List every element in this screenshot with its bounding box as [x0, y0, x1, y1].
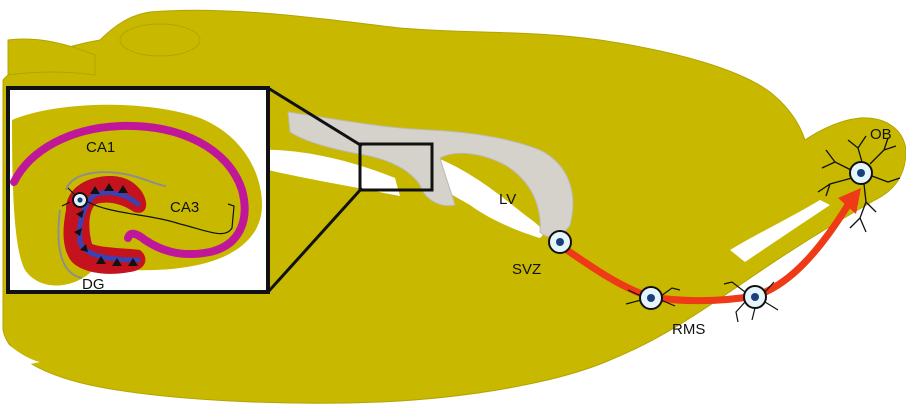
zoom-line-bottom [266, 186, 364, 294]
dorsal-fold [119, 23, 201, 57]
neuron-cell-icon [548, 230, 572, 254]
zoom-line-top [267, 86, 363, 148]
neuron-cell-icon [625, 286, 681, 310]
neuron-cell-icon [61, 187, 88, 208]
ventricle-cleft-upper [255, 149, 400, 196]
label-lateral-ventricle: LV [499, 191, 516, 208]
zoom-source-box [358, 142, 434, 192]
mossy-fiber-axon [87, 201, 235, 235]
cortex-fold [7, 38, 96, 76]
label-ca1: CA1 [86, 139, 115, 156]
ventricle-cleft-lower [430, 155, 544, 238]
ventral-notch [3, 340, 40, 370]
olfactory-cleft [730, 200, 830, 262]
label-ca3: CA3 [170, 199, 199, 216]
label-svz: SVZ [512, 261, 541, 278]
label-rms: RMS [672, 321, 705, 338]
neuron-cell-icon [817, 135, 901, 233]
migration-arrowhead [838, 188, 861, 214]
ca-pyramidal-layer [10, 121, 249, 259]
label-dg: DG [82, 276, 105, 293]
dentate-gyrus-arc-lower [57, 209, 83, 279]
hippocampus-inset [6, 86, 270, 294]
rostral-migratory-stream [554, 188, 861, 305]
granule-cell-markers [74, 183, 138, 266]
inset-frame [6, 86, 270, 294]
dentate-gyrus-arc [65, 171, 167, 191]
neuron-cell-icon [723, 281, 779, 323]
migration-arrow-path [554, 201, 852, 305]
label-olfactory-bulb: OB [870, 126, 892, 143]
zoom-indicator [266, 86, 434, 294]
